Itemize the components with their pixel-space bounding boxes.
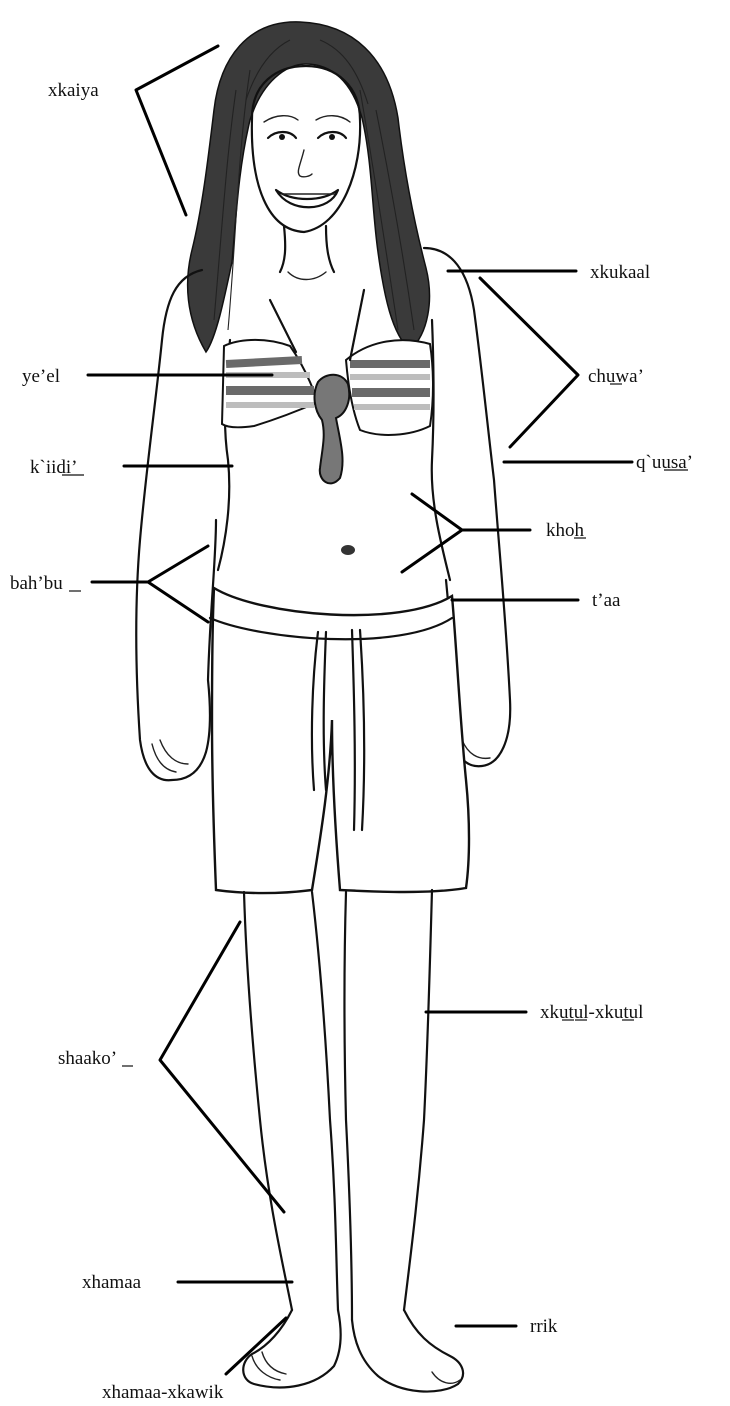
left-leg bbox=[244, 892, 338, 1310]
hair bbox=[188, 22, 430, 352]
label-hair: xkaiya bbox=[48, 80, 99, 101]
right-fingers bbox=[462, 740, 490, 758]
left-toes bbox=[252, 1356, 280, 1380]
right-leg bbox=[345, 890, 433, 1320]
collarbone bbox=[288, 272, 326, 280]
label-foot: xhamaa bbox=[82, 1272, 142, 1293]
right-toes bbox=[432, 1372, 460, 1383]
label-toe: rrik bbox=[530, 1316, 558, 1337]
left-brow bbox=[264, 116, 298, 122]
label-hip: bah’bu bbox=[10, 573, 63, 594]
right-foot bbox=[352, 1310, 463, 1392]
leader-bahbu bbox=[92, 546, 208, 622]
nose bbox=[298, 150, 312, 177]
label-waist: t’aa bbox=[592, 590, 621, 611]
label-toes: xhamaa-xkawik bbox=[102, 1382, 224, 1403]
shorts bbox=[210, 588, 469, 893]
right-brow bbox=[316, 116, 350, 122]
left-foot bbox=[243, 1310, 340, 1387]
smile bbox=[276, 190, 338, 207]
neck-left bbox=[280, 226, 285, 272]
neck-right bbox=[326, 226, 334, 272]
leader-khoh bbox=[402, 494, 530, 572]
right-pupil bbox=[329, 134, 335, 140]
belly-button bbox=[341, 545, 355, 555]
girl-figure-illustration bbox=[136, 22, 510, 1392]
leader-chuwa bbox=[480, 278, 578, 447]
label-breast: ye’el bbox=[22, 366, 60, 387]
label-neck-shoulder: xkukaal bbox=[590, 262, 650, 283]
left-pupil bbox=[279, 134, 285, 140]
label-leg: shaako’ bbox=[58, 1048, 117, 1069]
